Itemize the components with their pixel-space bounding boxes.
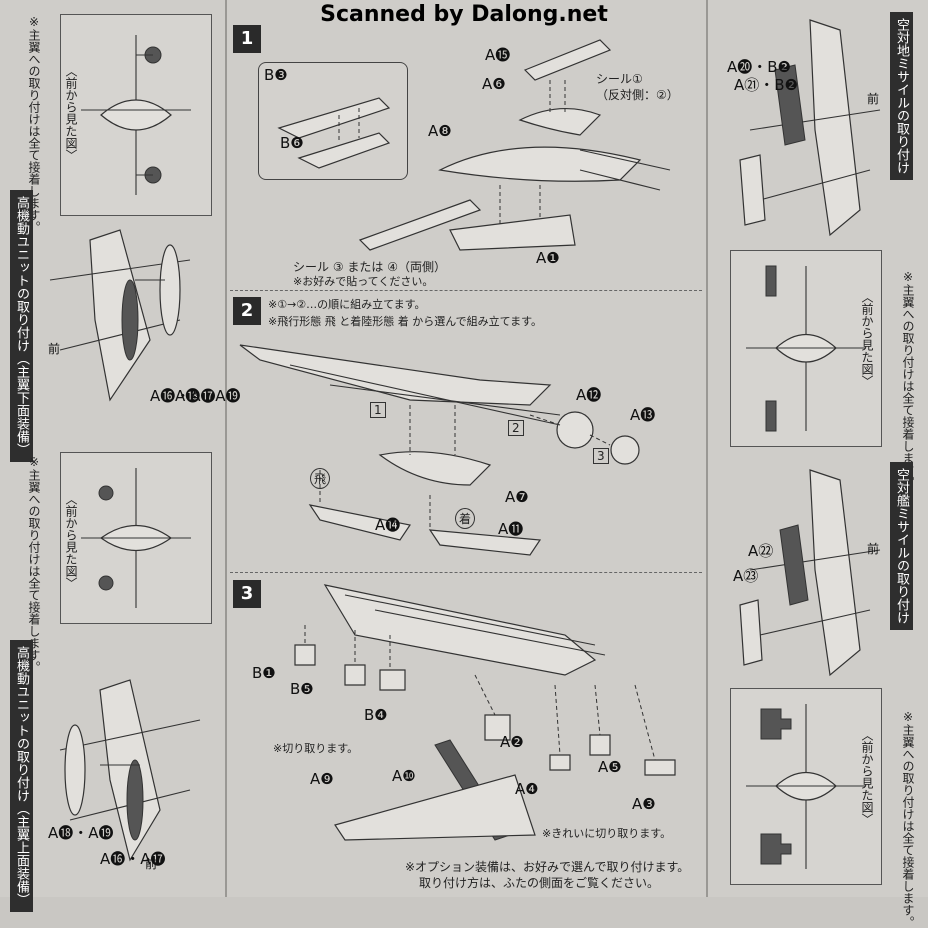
left-lower-parts-b: A⓲・A⓳: [175, 387, 241, 405]
right-front-view-box-2: 〈前から見た図〉: [730, 688, 882, 885]
part-a1: A❶: [536, 249, 560, 267]
step-2-mode-note: ※飛行形態 飛 と着陸形態 着 から選んで組み立てます。: [268, 315, 543, 328]
right-front-view-label-1: 〈前から見た図〉: [860, 291, 874, 387]
right-front-arrow-2: 前: [867, 542, 880, 556]
right-front-view-drawing-1: [746, 265, 866, 432]
order-marker-3: 3: [593, 448, 609, 464]
scan-credit: Scanned by Dalong.net: [320, 2, 608, 27]
part-a8: A❽: [428, 122, 452, 140]
step-2-order-note: ※①→②…の順に組み立てます。: [268, 298, 426, 311]
right-front-view-drawing-2: [746, 704, 866, 869]
left-lower-parts-a: A⓰・A⓱: [150, 387, 216, 405]
step-3-number: 3: [233, 580, 261, 608]
right-air-to-ground-drawing: [739, 19, 881, 237]
sticker-3-4-label: シール ③ または ④（両側）: [293, 260, 446, 274]
right-parts-2b: A㉓: [733, 567, 759, 585]
left-upper-parts-b: A⓲・A⓳: [48, 824, 114, 842]
step-2-assembly-drawing: [239, 344, 640, 556]
part-a3: A❸: [632, 795, 656, 813]
step-3-cut-note: ※切り取ります。: [273, 742, 359, 755]
right-column-divider: [706, 0, 708, 897]
part-a9: A❾: [310, 770, 334, 788]
left-front-view-box-bottom: 〈前から見た図〉: [60, 452, 212, 624]
option-note-line-1: ※オプション装備は、お好みで選んで取り付けます。: [405, 860, 690, 874]
sticker-1-label: シール①: [596, 72, 643, 86]
part-a14: A⓮: [375, 516, 401, 534]
left-front-view-drawing-bottom: [81, 468, 191, 608]
right-front-view-label-2: 〈前から見た図〉: [860, 729, 874, 825]
part-b4: B❹: [364, 706, 388, 724]
left-front-view-label-top: 〈前から見た図〉: [64, 65, 78, 161]
right-title-air-to-ground: 空対地ミサイルの取り付け: [890, 12, 913, 180]
part-a6: A❻: [482, 75, 506, 93]
mode-landing-marker: 着: [455, 508, 476, 529]
step-3-assembly-drawing: [294, 584, 676, 841]
part-b3: B❸: [264, 66, 288, 84]
option-note-line-2: 取り付け方は、ふたの側面をご覧ください。: [419, 876, 660, 890]
part-a11: A⓫: [498, 520, 524, 538]
part-a2: A❷: [500, 733, 524, 751]
left-column-divider: [225, 0, 227, 897]
part-b5: B❺: [290, 680, 314, 698]
step-1-number: 1: [233, 25, 261, 53]
left-upper-front-arrow: 前: [145, 857, 158, 871]
step-1-2-separator: [230, 290, 702, 291]
part-b6: B❻: [280, 134, 304, 152]
part-a7: A❼: [505, 488, 529, 506]
right-front-view-box-1: 〈前から見た図〉: [730, 250, 882, 447]
step-1-assembly-drawing: [358, 39, 671, 251]
right-parts-1b: A㉑・B❷: [734, 76, 798, 94]
right-title-anti-ship: 空対艦ミサイルの取り付け: [890, 462, 913, 630]
sticker-1-sub-label: （反対側：②）: [596, 88, 679, 102]
right-front-arrow-1: 前: [867, 92, 880, 106]
left-lower-note: ※主翼への取り付けは全て接着します。: [27, 15, 41, 233]
part-a5: A❺: [598, 758, 622, 776]
left-front-view-box-top: 〈前から見た図〉: [60, 14, 212, 216]
left-lower-title: 高機動ユニットの取り付け（主翼下面装備）: [10, 190, 33, 462]
order-marker-2: 2: [508, 420, 524, 436]
part-a10: A❿: [392, 767, 416, 785]
left-upper-parts-a: A⓰・A⓱: [100, 850, 166, 868]
part-a4: A❹: [515, 780, 539, 798]
step-2-3-separator: [230, 572, 702, 573]
step-1-detail-drawing: [277, 97, 391, 169]
left-front-view-label-bottom: 〈前から見た図〉: [64, 493, 78, 589]
right-note-1: ※主翼への取り付けは全て接着します。: [901, 270, 915, 488]
right-parts-2a: A㉒: [748, 542, 774, 560]
left-lower-front-arrow: 前: [48, 342, 61, 356]
right-anti-ship-drawing: [739, 469, 881, 677]
left-lower-assembly-drawing: [49, 229, 191, 402]
sticker-optional-note: ※お好みで貼ってください。: [293, 275, 434, 288]
mode-flight-marker: 飛: [310, 468, 331, 489]
part-a15: A⓯: [485, 46, 511, 64]
step-2-number: 2: [233, 297, 261, 325]
part-a13: A⓭: [630, 406, 656, 424]
step-1-detail-callout: [258, 62, 408, 180]
part-b1: B❶: [252, 664, 276, 682]
left-front-view-drawing-top: [81, 35, 191, 195]
step-3-clean-cut-note: ※きれいに切り取ります。: [542, 827, 672, 840]
part-a12: A⓬: [576, 386, 602, 404]
left-upper-assembly-drawing: [59, 679, 201, 862]
right-note-2: ※主翼への取り付けは全て接着します。: [901, 710, 915, 928]
right-parts-1a: A⓴・B❷: [727, 58, 791, 76]
left-upper-title: 高機動ユニットの取り付け（主翼上面装備）: [10, 640, 33, 912]
instruction-sheet: Scanned by Dalong.net 〈前から見た図〉 ※主翼への取り付け…: [10, 0, 915, 928]
order-marker-1: 1: [370, 402, 386, 418]
left-upper-note: ※主翼への取り付けは全て接着します。: [27, 455, 41, 673]
